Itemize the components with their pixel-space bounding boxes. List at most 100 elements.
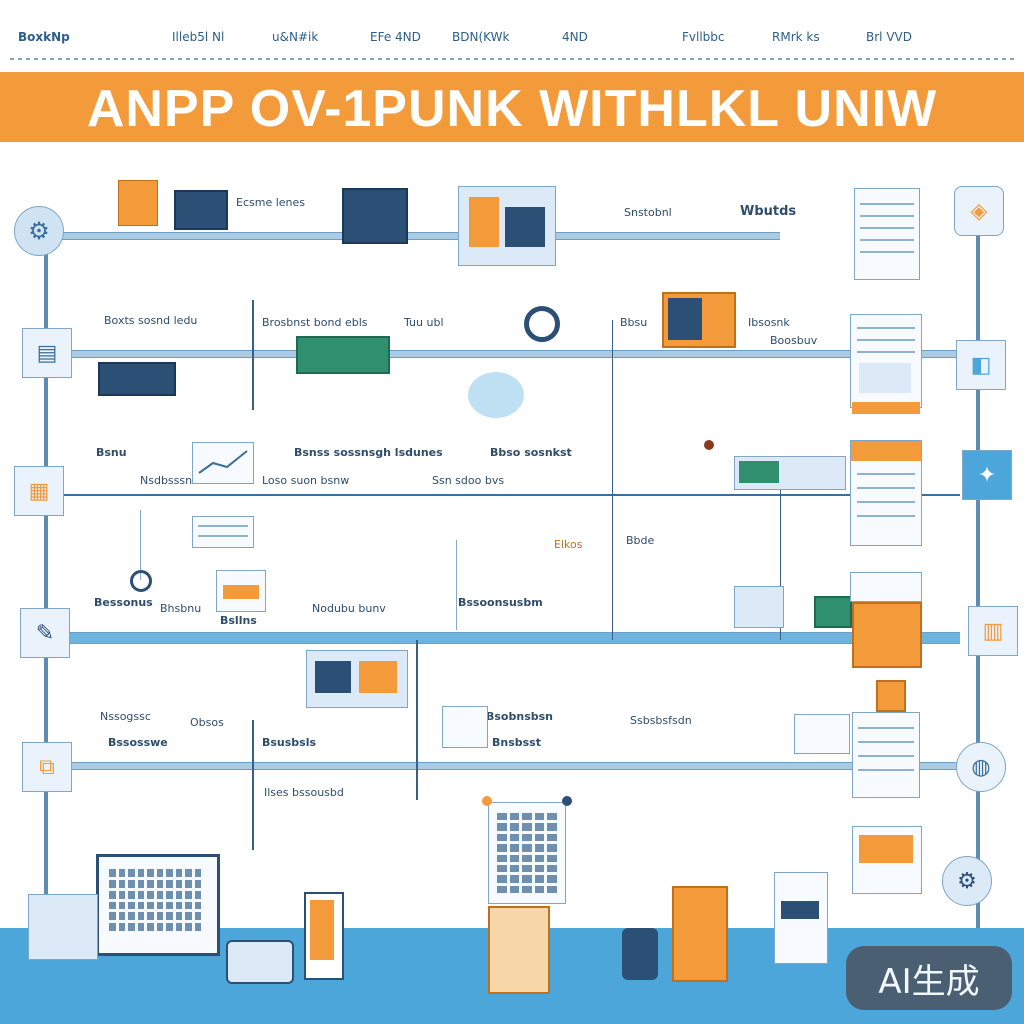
chair-icon	[622, 928, 658, 980]
camera-icon	[130, 570, 152, 592]
diagram-card[interactable]	[794, 714, 850, 754]
row5-label-2: Bhsbnu	[160, 602, 202, 615]
connector-4	[612, 320, 613, 640]
document-node-left[interactable]: ▦	[14, 466, 64, 516]
row6-label-5: Bsobnsbsn	[486, 710, 553, 723]
nav-item-6[interactable]: Fvllbbc	[682, 30, 725, 44]
projector-icon	[226, 940, 294, 984]
server-card[interactable]	[342, 188, 408, 244]
row1-label-3: Wbutds	[740, 204, 797, 219]
timeline-row-2	[60, 350, 960, 358]
pencil-node-left[interactable]: ✎	[20, 608, 70, 658]
row2-label-2: Brosbnst bond ebls	[262, 316, 368, 329]
printer-card[interactable]	[216, 570, 266, 612]
form-card[interactable]	[192, 516, 254, 548]
spreadsheet-card[interactable]	[488, 802, 566, 904]
nav-item-7[interactable]: RMrk ks	[772, 30, 820, 44]
row7-label-1: Ilses bssousbd	[264, 786, 344, 799]
plant-card[interactable]	[814, 596, 852, 628]
row3-label-5: Loso suon bsnw	[262, 474, 350, 487]
tag-node-left[interactable]: ⧉	[22, 742, 72, 792]
row6-label-6: Bnsbsst	[492, 736, 541, 749]
spec-sheet-card[interactable]	[850, 440, 922, 546]
network-node-right[interactable]: ✦	[962, 450, 1012, 500]
nav-item-4[interactable]: BDN(KWk	[452, 30, 510, 44]
paper-stack-card[interactable]	[850, 572, 922, 602]
banner-title: ANPP OV-1PUNK WITHLKL UNIW	[86, 80, 938, 138]
row2-label-4: Bbsu	[620, 316, 648, 329]
storage-box-card[interactable]	[488, 906, 550, 994]
document-card-top[interactable]	[854, 188, 920, 280]
connector-3	[456, 540, 457, 630]
rack-card[interactable]	[734, 586, 784, 628]
title-banner: ANPP OV-1PUNK WITHLKL UNIW	[0, 72, 1024, 142]
row1-label-2: Snstobnl	[624, 206, 672, 219]
monitor-card[interactable]	[174, 190, 228, 230]
cog-icon: ⚙	[957, 868, 977, 893]
chart-board-card[interactable]	[852, 826, 922, 894]
headset-icon	[524, 306, 560, 342]
cabinet-card[interactable]	[672, 886, 728, 982]
row2-label-1: Boxts sosnd ledu	[104, 314, 198, 327]
row5-label-1: Bessonus	[94, 596, 153, 609]
ledger-card[interactable]	[852, 712, 920, 798]
document-icon: ▦	[28, 478, 50, 503]
lamp-icon: ◈	[970, 198, 988, 223]
connector-5	[416, 640, 418, 800]
report-card[interactable]	[850, 314, 922, 408]
row2-label-5: Ibsosnk	[748, 316, 790, 329]
phone-card[interactable]	[304, 892, 344, 980]
timeline-row-4	[60, 632, 960, 644]
document-node-right[interactable]: ▥	[968, 606, 1018, 656]
ai-generated-badge: AI生成	[846, 946, 1012, 1010]
line-chart-icon	[198, 450, 248, 474]
line-chart-card[interactable]	[192, 442, 254, 484]
right-rail	[976, 230, 980, 930]
cup-node-right[interactable]: ◧	[956, 340, 1006, 390]
timeline-row-5	[60, 762, 960, 770]
gear-icon: ⚙	[28, 217, 50, 245]
connector-6	[252, 720, 254, 850]
tag-icon: ⧉	[39, 754, 55, 779]
nav-item-1[interactable]: Illeb5l Nl	[172, 30, 225, 44]
book-card[interactable]	[662, 292, 736, 348]
connector-1	[252, 300, 254, 410]
building-card[interactable]	[118, 180, 158, 226]
row2-label-6: Boosbuv	[770, 334, 818, 347]
nav-item-3[interactable]: EFe 4ND	[370, 30, 421, 44]
globe-node-right[interactable]: ◍	[956, 742, 1006, 792]
cup-icon: ◧	[970, 352, 992, 377]
workstation-card[interactable]	[306, 650, 408, 708]
router-card[interactable]	[296, 336, 390, 374]
row6-label-7: Ssbsbsfsdn	[630, 714, 692, 727]
nav-item-2[interactable]: u&N#ik	[272, 30, 319, 44]
nav-item-5[interactable]: 4ND	[562, 30, 588, 44]
desk-card[interactable]	[28, 894, 98, 960]
row1-label-1: Ecsme lenes	[236, 196, 306, 209]
row6-label-1: Nssogssc	[100, 710, 151, 723]
dashboard-card[interactable]	[458, 186, 556, 266]
row6-label-2: Obsos	[190, 716, 224, 729]
row3-label-6: Ssn sdoo bvs	[432, 474, 505, 487]
folder-card[interactable]	[852, 602, 922, 668]
nav-item-8[interactable]: Brl VVD	[866, 30, 912, 44]
row5-label-4: Nodubu bunv	[312, 602, 386, 615]
control-panel-card[interactable]	[98, 362, 176, 396]
row3-label-1: Bsnu	[96, 446, 127, 459]
gear-cluster-node[interactable]: ⚙	[942, 856, 992, 906]
row2-label-3: Tuu ubl	[404, 316, 444, 329]
chart-node-left[interactable]: ▤	[22, 328, 72, 378]
big-monitor-card[interactable]	[96, 854, 220, 956]
gear-node-right[interactable]: ◈	[954, 186, 1004, 236]
small-doc-card[interactable]	[442, 706, 488, 748]
globe-chart-icon	[468, 372, 524, 418]
timeline-row-1	[60, 232, 780, 240]
gear-node-left[interactable]: ⚙	[14, 206, 64, 256]
shelf-card[interactable]	[876, 680, 906, 712]
brand-logo[interactable]: BoxkNp	[18, 30, 70, 44]
pin-navy-icon	[562, 796, 572, 806]
equipment-card[interactable]	[734, 456, 846, 490]
kiosk-card[interactable]	[774, 872, 828, 964]
row6-label-3: Bssosswe	[108, 736, 168, 749]
pencil-icon: ✎	[35, 620, 55, 645]
